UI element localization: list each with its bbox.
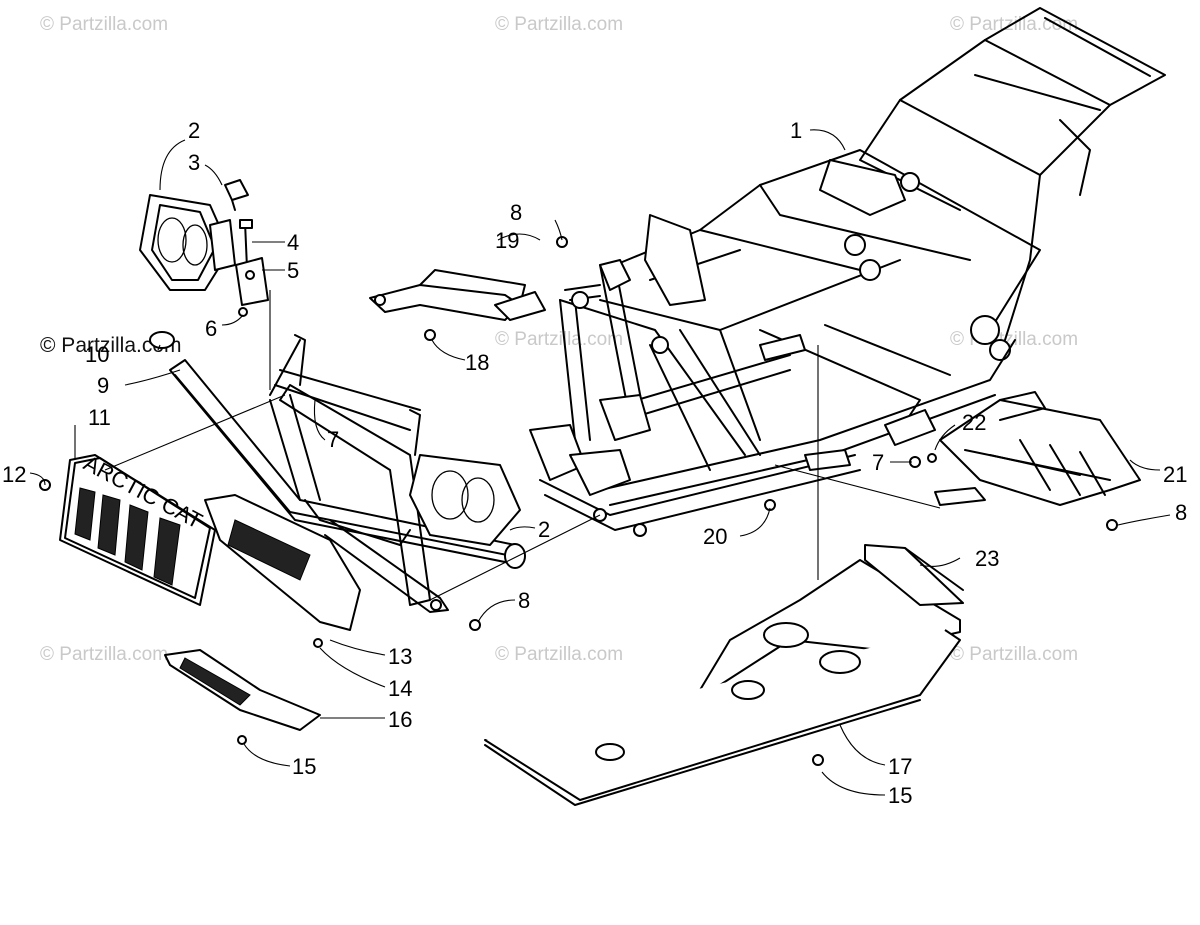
lower-bracket-part [164,649,321,731]
frame-part [529,7,1166,537]
callout-4: 4 [287,230,299,255]
watermark: © Partzilla.com [40,14,168,35]
callout-15: 15 [292,754,316,779]
callout-11: 11 [88,405,111,430]
callout-9: 9 [97,373,109,398]
callout-2-lower: 2 [538,517,550,542]
callout-14: 14 [388,676,412,701]
watermark: © Partzilla.com [495,14,623,35]
pad-part [864,544,964,606]
callout-19: 19 [495,228,519,253]
front-grille-part: ARCTIC CAT [59,450,216,606]
watermark: © Partzilla.com [950,329,1078,350]
headlight-bracket-part [235,219,269,317]
callout-15-right: 15 [888,783,912,808]
watermark: © Partzilla.com [495,329,623,350]
callouts: 1 2 3 4 5 6 8 19 10 9 11 12 7 18 2 8 13 … [2,118,1187,808]
callout-1: 1 [790,118,802,143]
callout-8-right: 8 [1175,500,1187,525]
callout-3: 3 [188,150,200,175]
callout-23: 23 [975,546,999,571]
front-bumper-part [149,331,526,613]
headlight-lower-part [409,454,521,546]
callout-17: 17 [888,754,912,779]
callout-6: 6 [205,316,217,341]
callout-10: 10 [85,342,109,367]
callout-12: 12 [2,462,26,487]
callout-7: 7 [327,427,339,452]
lower-grille-part [204,494,361,631]
callout-22: 22 [962,410,986,435]
leader-lines [29,129,1171,796]
callout-16: 16 [388,707,412,732]
callout-21: 21 [1163,462,1187,487]
callout-13: 13 [388,644,412,669]
callout-20: 20 [703,524,727,549]
callout-7-right: 7 [872,450,884,475]
watermark: © Partzilla.com [40,644,168,665]
watermark: © Partzilla.com [495,644,623,665]
callout-8: 8 [510,200,522,225]
callout-2: 2 [188,118,200,143]
watermark-primary: © Partzilla.com [40,334,182,357]
callout-5: 5 [287,258,299,283]
skid-plate-part [484,559,961,806]
watermark-layer: © Partzilla.com © Partzilla.com © Partzi… [40,14,1078,665]
watermark: © Partzilla.com [950,644,1078,665]
fasteners [39,236,1118,766]
headlight-upper-part [139,194,236,291]
callout-8-lower: 8 [518,588,530,613]
callout-18: 18 [465,350,489,375]
footrest-part [934,391,1141,506]
front-bracket-part [369,269,546,321]
bulb-part [224,179,249,211]
